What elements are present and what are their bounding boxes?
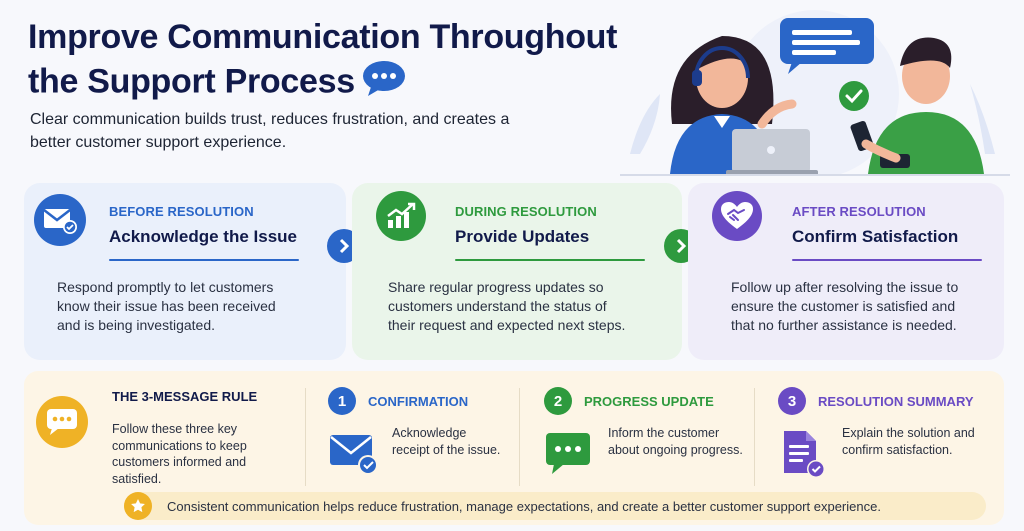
message-title: PROGRESS UPDATE: [584, 394, 714, 409]
chat-dots-icon: [36, 396, 88, 448]
step-number: 2: [544, 387, 572, 415]
step-number: 1: [328, 387, 356, 415]
envelope-check-icon: [328, 429, 380, 479]
message-title: CONFIRMATION: [368, 394, 469, 409]
stage-description: Follow up after resolving the issue to e…: [731, 279, 959, 333]
stage-heading: Provide Updates: [455, 227, 590, 246]
divider: [519, 388, 520, 486]
page-subtitle: Clear communication builds trust, reduce…: [30, 111, 510, 151]
stage-phase: BEFORE RESOLUTION: [109, 204, 254, 219]
stage-phase: AFTER RESOLUTION: [792, 204, 926, 219]
stage-divider: [109, 259, 299, 261]
envelope-check-icon: [34, 194, 86, 246]
message-description: Explain the solution and confirm satisfa…: [842, 426, 975, 457]
rule-title: THE 3-MESSAGE RULE: [112, 389, 258, 404]
growth-chart-icon: [376, 191, 426, 241]
stage-divider: [455, 259, 645, 261]
chat-dots-icon: [544, 429, 596, 479]
stage-before-resolution: BEFORE RESOLUTION Acknowledge the Issue …: [24, 183, 346, 360]
step-number: 3: [778, 387, 806, 415]
footer-bar: [124, 492, 986, 520]
document-check-icon: [778, 429, 830, 479]
chat-bubble-icon: [361, 59, 407, 108]
title-line-2: the Support Process: [28, 62, 355, 101]
stage-description: Respond promptly to let customers know t…: [57, 279, 276, 333]
stage-after-resolution: AFTER RESOLUTION Confirm Satisfaction Fo…: [688, 183, 1004, 360]
stage-divider: [792, 259, 982, 261]
handshake-heart-icon: [712, 191, 762, 241]
stage-phase: DURING RESOLUTION: [455, 204, 597, 219]
stage-heading: Acknowledge the Issue: [109, 227, 297, 246]
stage-heading: Confirm Satisfaction: [792, 227, 959, 246]
message-title: RESOLUTION SUMMARY: [818, 394, 974, 409]
message-description: Acknowledge receipt of the issue.: [392, 426, 501, 457]
star-icon: [124, 492, 152, 520]
stage-description: Share regular progress updates so custom…: [388, 279, 626, 333]
divider: [754, 388, 755, 486]
hero-illustration: [610, 4, 1020, 178]
stage-during-resolution: DURING RESOLUTION Provide Updates Share …: [352, 183, 682, 360]
footer-text: Consistent communication helps reduce fr…: [167, 499, 881, 514]
page-title: Improve Communication Throughout the Sup…: [28, 16, 617, 108]
title-line-1: Improve Communication Throughout: [28, 18, 618, 56]
message-description: Inform the customer about ongoing progre…: [608, 426, 743, 457]
rule-description: Follow these three key communications to…: [112, 422, 247, 486]
three-message-rule-panel: THE 3-MESSAGE RULE Follow these three ke…: [24, 371, 1004, 525]
divider: [305, 388, 306, 486]
